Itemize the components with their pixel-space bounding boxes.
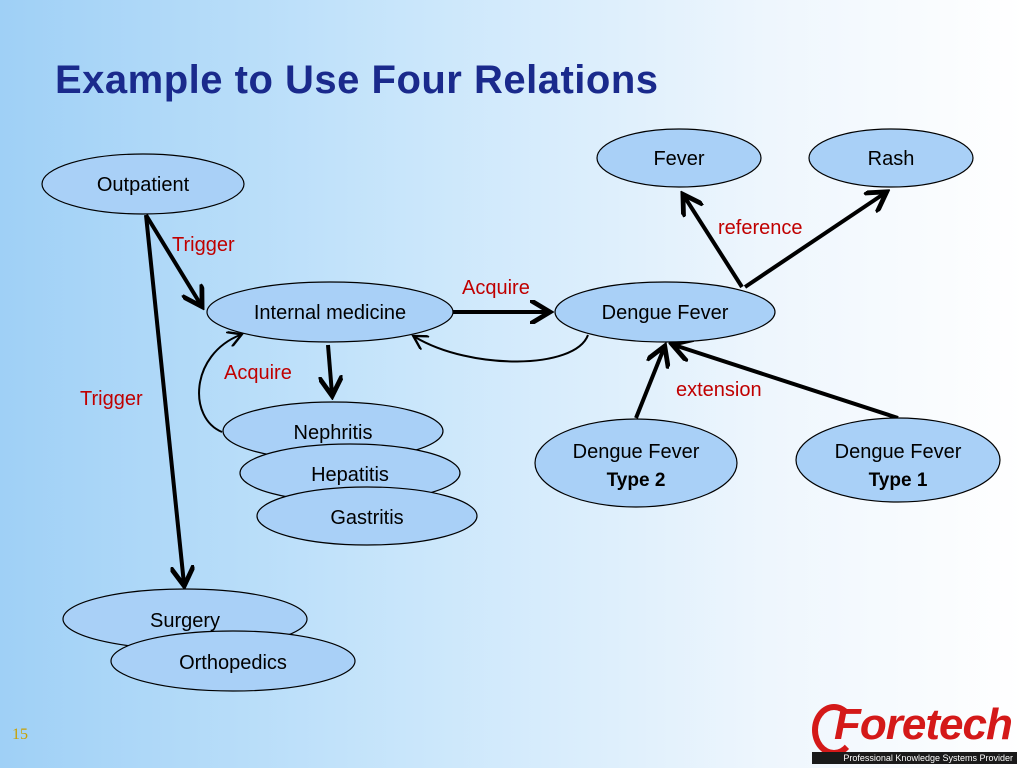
edge-outpatient-surgery [144, 214, 184, 584]
node-outpatient[interactable]: Outpatient [41, 153, 245, 215]
svg-text:Dengue Fever: Dengue Fever [835, 441, 962, 463]
label-acquire-diseases: Acquire [224, 362, 292, 384]
svg-text:Surgery: Surgery [150, 610, 220, 632]
svg-text:Type 1: Type 1 [869, 470, 928, 491]
edge-dengue-internal-curve [415, 334, 589, 363]
node-rash[interactable]: Rash [808, 128, 974, 188]
label-trigger-surgery: Trigger [80, 388, 143, 410]
edge-outpatient-internal [144, 213, 201, 305]
edge-type2-dengue [634, 348, 664, 419]
edge-nephritis-internal-curve [198, 335, 240, 433]
svg-text:Nephritis: Nephritis [294, 422, 373, 444]
node-orthopedics[interactable]: Orthopedics [110, 630, 356, 692]
label-acquire-dengue: Acquire [462, 277, 530, 299]
label-extension: extension [676, 379, 762, 401]
svg-text:Fever: Fever [653, 148, 704, 170]
node-dengue-fever[interactable]: Dengue Fever [554, 281, 776, 343]
svg-text:Internal medicine: Internal medicine [254, 302, 406, 324]
node-internal-medicine[interactable]: Internal medicine [206, 281, 454, 343]
node-dengue-type1[interactable]: Dengue Fever Type 1 [795, 417, 1001, 503]
svg-text:Rash: Rash [868, 148, 915, 170]
edge-type1-dengue [674, 345, 899, 420]
label-trigger-internal: Trigger [172, 234, 235, 256]
svg-text:Dengue Fever: Dengue Fever [573, 441, 700, 463]
edge-dengue-fever [684, 196, 744, 289]
node-fever[interactable]: Fever [596, 128, 762, 188]
svg-text:Dengue Fever: Dengue Fever [602, 302, 729, 324]
node-dengue-type2[interactable]: Dengue Fever Type 2 [534, 418, 738, 508]
page-number: 15 [12, 726, 28, 743]
foretech-logo: Foretech Professional Knowledge Systems … [812, 700, 1017, 766]
edge-dengue-rash [743, 193, 885, 289]
label-reference: reference [718, 217, 803, 239]
edge-internal-nephritis [328, 344, 332, 394]
svg-text:Orthopedics: Orthopedics [179, 652, 287, 674]
svg-text:Hepatitis: Hepatitis [311, 464, 389, 486]
svg-text:Gastritis: Gastritis [330, 507, 403, 529]
logo-tagline: Professional Knowledge Systems Provider [812, 752, 1017, 764]
svg-text:Outpatient: Outpatient [97, 174, 190, 196]
node-gastritis[interactable]: Gastritis [256, 486, 478, 546]
svg-text:Type 2: Type 2 [607, 470, 666, 491]
slide-title: Example to Use Four Relations [55, 58, 659, 102]
logo-brand: Foretech [834, 700, 1013, 749]
